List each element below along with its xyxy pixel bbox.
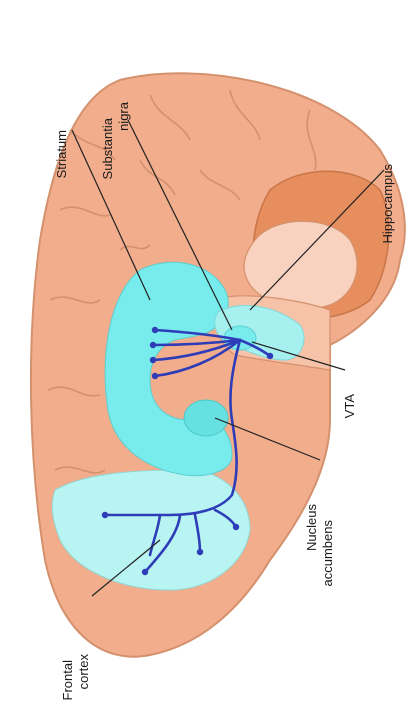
brain-illustration xyxy=(31,73,405,656)
hippocampus-region xyxy=(244,221,357,309)
terminal xyxy=(142,569,148,575)
nucleus-accumbens-label-line2: accumbens xyxy=(320,520,335,587)
substantia-nigra-label-line1: Substantia xyxy=(100,117,115,179)
terminal xyxy=(197,549,203,555)
hippocampus-label: Hippocampus xyxy=(380,164,395,244)
frontal-cortex-label-line2: cortex xyxy=(76,654,91,690)
terminal xyxy=(152,373,158,379)
nucleus-accumbens-region xyxy=(184,400,228,436)
substantia-nigra-label-line2: nigra xyxy=(116,101,131,131)
terminal xyxy=(152,327,158,333)
vta-label: VTA xyxy=(342,394,357,419)
frontal-cortex-label-line1: Frontal xyxy=(60,660,75,701)
nucleus-accumbens-label-line1: Nucleus xyxy=(304,504,319,551)
terminal xyxy=(150,342,156,348)
terminal xyxy=(267,353,273,359)
striatum-label: Striatum xyxy=(54,130,69,178)
terminal xyxy=(150,357,156,363)
terminal xyxy=(233,524,239,530)
terminal xyxy=(102,512,108,518)
